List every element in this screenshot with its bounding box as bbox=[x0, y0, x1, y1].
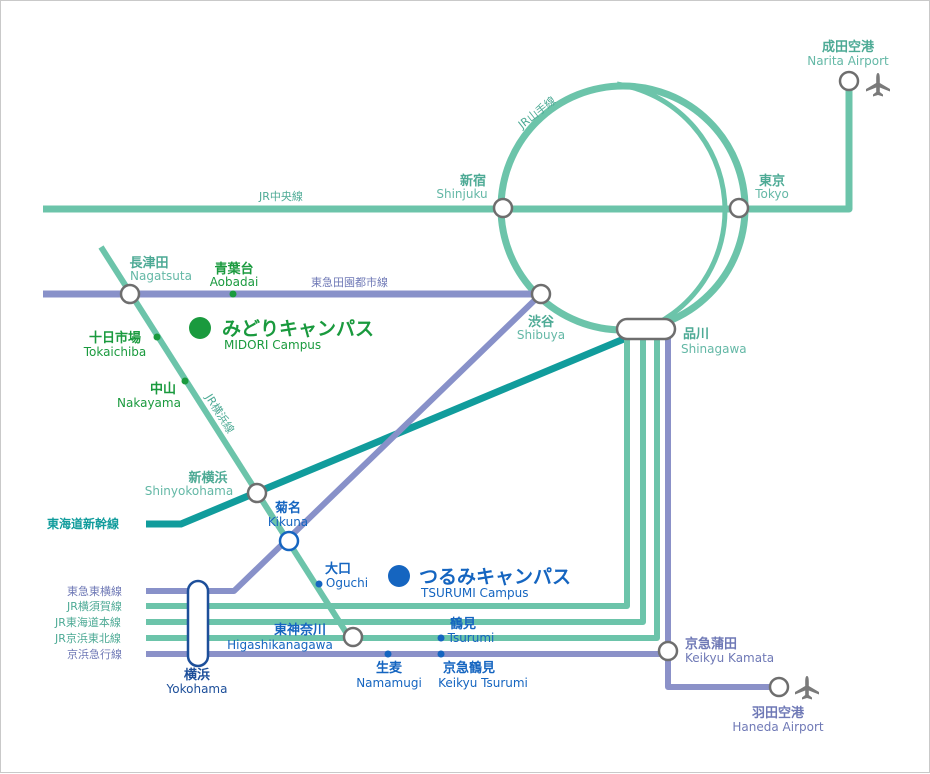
line-jr-keihin-arc bbox=[616, 81, 728, 335]
station-label-namamugi-jp: 生麦 bbox=[376, 660, 403, 676]
station-label-narita-jp: 成田空港 bbox=[822, 39, 875, 55]
line-label-yokosuka: JR横須賀線 bbox=[66, 599, 122, 613]
station-marker-shibuya[interactable] bbox=[530, 283, 552, 305]
station-labels: 成田空港 Narita Airport 新宿 Shinjuku 東京 Tokyo… bbox=[83, 39, 889, 734]
station-label-keikyu-tsurumi-jp: 京急鶴見 bbox=[443, 660, 495, 676]
station-label-oguchi-jp: 大口 bbox=[325, 561, 351, 577]
station-label-nakayama-en: Nakayama bbox=[117, 396, 181, 410]
station-marker-keikyu-tsurumi[interactable] bbox=[437, 650, 445, 658]
station-label-shinjuku-jp: 新宿 bbox=[460, 173, 486, 189]
line-tokaido-shinkansen bbox=[146, 332, 633, 528]
station-label-nakayama-jp: 中山 bbox=[150, 381, 176, 397]
station-marker-nakayama[interactable] bbox=[181, 377, 189, 385]
station-label-shinyokohama-jp: 新横浜 bbox=[188, 470, 227, 486]
station-marker-shinjuku[interactable] bbox=[492, 197, 514, 219]
line-jr-keihin-tohoku bbox=[146, 334, 660, 641]
station-marker-yokohama[interactable] bbox=[186, 579, 210, 668]
campus-label-midori-en: MIDORI Campus bbox=[224, 338, 321, 352]
line-jr-yokohama bbox=[98, 245, 352, 639]
station-label-nagatsuta-en: Nagatsuta bbox=[130, 269, 192, 283]
station-label-tsurumi-en: Tsurumi bbox=[447, 631, 495, 645]
station-label-namamugi-en: Namamugi bbox=[356, 676, 422, 690]
station-marker-shinagawa[interactable] bbox=[615, 317, 677, 341]
station-label-shibuya-en: Shibuya bbox=[517, 328, 565, 342]
station-marker-narita[interactable] bbox=[838, 70, 860, 92]
station-label-aobadai-en: Aobadai bbox=[210, 275, 259, 289]
station-label-tokyo-jp: 東京 bbox=[759, 173, 785, 189]
campus-label-tsurumi-jp[interactable]: つるみキャンパス bbox=[419, 566, 571, 588]
line-labels: JR中央線 JR山手線 東急田園都市線 JR横浜線 東海道新幹線 東急東横線 J… bbox=[47, 93, 558, 661]
station-label-shibuya-jp: 渋谷 bbox=[528, 314, 555, 330]
line-label-toyoko: 東急東横線 bbox=[67, 584, 122, 598]
station-marker-tsurumi[interactable] bbox=[437, 634, 445, 642]
campus-label-midori-jp[interactable]: みどりキャンパス bbox=[222, 318, 374, 340]
line-label-keihin-tohoku: JR京浜東北線 bbox=[54, 631, 121, 645]
station-label-shinjuku-en: Shinjuku bbox=[436, 187, 487, 201]
station-marker-oguchi[interactable] bbox=[315, 580, 323, 588]
station-marker-haneda[interactable] bbox=[768, 676, 790, 698]
airplane-icon bbox=[866, 73, 890, 97]
station-label-yokohama-jp: 横浜 bbox=[184, 667, 210, 683]
station-marker-shinyokohama[interactable] bbox=[246, 482, 268, 504]
airplane-icon bbox=[795, 676, 819, 700]
station-label-keikyu-tsurumi-en: Keikyu Tsurumi bbox=[438, 676, 528, 690]
station-label-keikyu-kamata-en: Keikyu Kamata bbox=[685, 651, 774, 665]
station-label-shinagawa-en: Shinagawa bbox=[681, 342, 747, 356]
line-label-keikyu: 京浜急行線 bbox=[67, 647, 122, 661]
station-label-tokaichiba-en: Tokaichiba bbox=[83, 345, 147, 359]
station-label-keikyu-kamata-jp: 京急蒲田 bbox=[685, 636, 737, 652]
line-jr-chuo bbox=[43, 81, 853, 213]
station-label-shinyokohama-en: Shinyokohama bbox=[145, 484, 233, 498]
station-marker-kikuna[interactable] bbox=[278, 530, 300, 552]
station-label-tsurumi-jp: 鶴見 bbox=[450, 616, 476, 632]
station-marker-keikyu-kamata[interactable] bbox=[657, 640, 679, 662]
line-tokyu-toyoko bbox=[146, 291, 544, 594]
campus-label-tsurumi-en: TSURUMI Campus bbox=[420, 586, 528, 600]
station-label-higashikanagawa-en: Higashikanagawa bbox=[227, 638, 333, 652]
station-label-shinagawa-jp: 品川 bbox=[683, 327, 709, 342]
station-label-yokohama-en: Yokohama bbox=[166, 682, 228, 696]
line-jr-tokaido-main bbox=[146, 334, 646, 625]
line-label-chuo: JR中央線 bbox=[258, 189, 303, 203]
campus-marker-icon[interactable] bbox=[388, 565, 410, 587]
station-label-nagatsuta-jp: 長津田 bbox=[129, 255, 168, 271]
station-marker-tokaichiba[interactable] bbox=[153, 333, 161, 341]
station-label-aobadai-jp: 青葉台 bbox=[214, 261, 253, 277]
line-label-tokaido-main: JR東海道本線 bbox=[54, 615, 121, 629]
station-marker-namamugi[interactable] bbox=[384, 650, 392, 658]
line-label-shinkansen: 東海道新幹線 bbox=[47, 516, 119, 531]
station-label-oguchi-en: Oguchi bbox=[326, 576, 368, 590]
line-jr-yokosuka bbox=[146, 334, 630, 609]
campus-labels: みどりキャンパス MIDORI Campus つるみキャンパス TSURUMI … bbox=[222, 318, 571, 600]
station-label-haneda-en: Haneda Airport bbox=[732, 720, 824, 734]
station-marker-nagatsuta[interactable] bbox=[119, 283, 141, 305]
station-label-tokyo-en: Tokyo bbox=[754, 187, 789, 201]
station-marker-aobadai[interactable] bbox=[229, 290, 237, 298]
station-label-haneda-jp: 羽田空港 bbox=[752, 705, 805, 721]
station-label-narita-en: Narita Airport bbox=[807, 54, 889, 68]
station-markers bbox=[119, 70, 860, 698]
station-label-tokaichiba-jp: 十日市場 bbox=[89, 330, 141, 346]
station-label-kikuna-jp: 菊名 bbox=[275, 500, 301, 516]
line-label-denentoshi: 東急田園都市線 bbox=[311, 275, 388, 289]
station-label-higashikanagawa-jp: 東神奈川 bbox=[274, 622, 326, 638]
station-label-kikuna-en: Kikuna bbox=[268, 515, 308, 529]
line-keikyu bbox=[146, 651, 779, 690]
campus-marker-icon[interactable] bbox=[189, 317, 211, 339]
station-marker-tokyo[interactable] bbox=[728, 197, 750, 219]
station-marker-higashikanagawa[interactable] bbox=[342, 626, 364, 648]
